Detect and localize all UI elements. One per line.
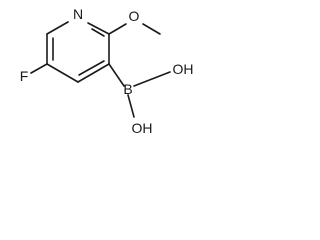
bond-c4-c5 — [46, 63, 79, 83]
structure-canvas: N O F B OH OH — [0, 0, 199, 138]
bond-o-methyl — [142, 23, 161, 35]
bond-b-oh-bottom — [127, 94, 135, 118]
chemical-structure: N O F B OH OH — [20, 6, 194, 136]
bond-n-c2-inner — [91, 28, 105, 37]
pyridine-ring-bonds — [46, 21, 110, 83]
atom-label-hydroxyl-top: OH — [173, 61, 194, 77]
bond-c5-f — [30, 63, 48, 74]
bond-c3-c4-inner — [78, 60, 105, 76]
bond-c3-c4 — [77, 63, 110, 83]
atom-label-oxygen-methoxy: O — [129, 8, 140, 24]
bond-c2-o — [108, 23, 127, 35]
atom-label-boron: B — [123, 81, 132, 97]
atom-label-fluorine: F — [20, 68, 29, 84]
bond-b-oh-top — [133, 71, 171, 87]
atom-label-hydroxyl-bottom: OH — [132, 120, 153, 136]
bond-c6-n — [46, 21, 69, 35]
substituent-bonds — [30, 23, 171, 118]
atom-label-nitrogen: N — [73, 6, 83, 22]
bond-c3-b — [108, 63, 125, 87]
bond-n-c2 — [87, 22, 110, 35]
